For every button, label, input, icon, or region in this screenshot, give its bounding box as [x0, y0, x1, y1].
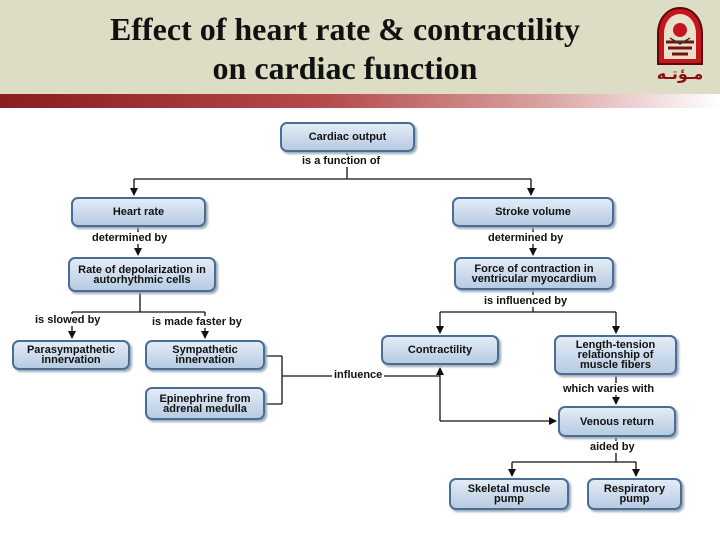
length-tension-box: Length-tension relationship of muscle fi…: [554, 335, 677, 375]
label-determined-by-right: determined by: [486, 232, 566, 244]
label-which-varies-with: which varies with: [561, 383, 657, 395]
parasympathetic-box: Parasympathetic innervation: [12, 340, 130, 370]
sympathetic-box: Sympathetic innervation: [145, 340, 265, 370]
epinephrine-box: Epinephrine from adrenal medulla: [145, 387, 265, 420]
title-line-2: on cardiac function: [212, 50, 478, 86]
label-is-made-faster-by: is made faster by: [150, 316, 244, 328]
stroke-volume-box: Stroke volume: [452, 197, 614, 227]
respiratory-pump-box: Respiratory pump: [587, 478, 682, 510]
slide-title: Effect of heart rate & contractility on …: [20, 10, 670, 88]
heart-rate-box: Heart rate: [71, 197, 206, 227]
contractility-box: Contractility: [381, 335, 499, 365]
label-is-influenced-by: is influenced by: [482, 295, 570, 307]
skeletal-muscle-pump-box: Skeletal muscle pump: [449, 478, 569, 510]
label-aided-by: aided by: [588, 441, 637, 453]
label-determined-by-left: determined by: [90, 232, 170, 244]
title-banner: [0, 0, 720, 104]
label-is-a-function-of: is a function of: [300, 155, 383, 167]
university-logo-icon: [657, 6, 703, 65]
logo-text: مـؤتـه: [656, 64, 704, 83]
force-of-contraction-box: Force of contraction in ventricular myoc…: [454, 257, 614, 290]
rate-of-depolarization-box: Rate of depolarization in autorhythmic c…: [68, 257, 216, 292]
label-is-slowed-by: is slowed by: [33, 314, 103, 326]
cardiac-output-box: Cardiac output: [280, 122, 415, 152]
title-underline-bar: [0, 94, 720, 108]
label-influence: influence: [332, 369, 385, 381]
title-line-1: Effect of heart rate & contractility: [110, 11, 580, 47]
venous-return-box: Venous return: [558, 406, 676, 437]
